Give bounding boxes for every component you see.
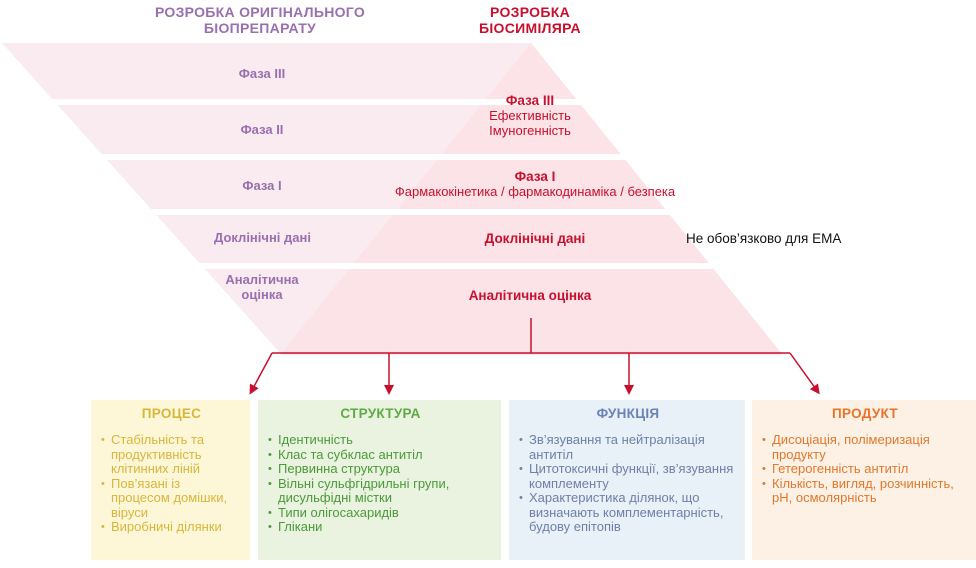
original-phase-2: Фаза II: [240, 122, 284, 137]
header-biosimilar: РОЗРОБКА БІОСИМІЛЯРА: [460, 4, 600, 36]
biosimilar-phase-1-sub: Фармакокінетика / фармакодинаміка / безп…: [394, 184, 676, 199]
list-item: Типи олігосахаридів: [268, 505, 493, 521]
function-list: Зв’язування та нейтралізація антитіл Цит…: [519, 432, 737, 535]
structure-title: СТРУКТУРА: [340, 406, 421, 421]
header-biosimilar-line1: РОЗРОБКА: [490, 4, 570, 20]
biosimilar-phase-1-title: Фаза I: [514, 169, 556, 184]
list-item: Пов’язані із процесом домішки, віруси: [101, 476, 242, 521]
product-title: ПРОДУКТ: [832, 406, 898, 421]
function-title: ФУНКЦІЯ: [596, 406, 660, 421]
original-analytical: Аналітична оцінка: [225, 272, 299, 302]
process-title: ПРОЦЕС: [141, 406, 202, 421]
product-list: Дисоціація, полімеризація продукту Гетер…: [762, 432, 968, 506]
biosimilar-phase-3-efficacy: Ефективність: [489, 108, 571, 123]
header-original-line1: РОЗРОБКА ОРИГІНАЛЬНОГО: [154, 4, 366, 20]
stripe-separators: [0, 99, 800, 269]
ema-note: Не обов’язково для ЕМА: [686, 231, 842, 246]
biosimilar-phase-3-title: Фаза III: [505, 93, 555, 108]
function-box: ФУНКЦІЯ Зв’язування та нейтралізація ант…: [509, 400, 745, 560]
list-item: Вільні сульфгідрильні групи, дисульфідні…: [268, 476, 493, 506]
product-box: ПРОДУКТ Дисоціація, полімеризація продук…: [752, 400, 976, 560]
list-item: Зв’язування та нейтралізація антитіл: [519, 432, 737, 462]
biosimilar-phase-3: Фаза III Ефективність Імуногенність: [450, 93, 610, 138]
original-phase-3: Фаза III: [238, 66, 286, 81]
list-item: Ідентичність: [268, 432, 493, 448]
process-box: ПРОЦЕС Стабільність та продуктивність кл…: [91, 400, 250, 560]
process-list: Стабільність та продуктивність клітинних…: [101, 432, 242, 535]
biosimilar-preclinical: Доклінічні дані: [484, 231, 586, 246]
biosimilar-analytical: Аналітична оцінка: [468, 288, 592, 303]
header-original: РОЗРОБКА ОРИГІНАЛЬНОГО БІОПРЕПАРАТУ: [140, 4, 380, 36]
biosimilar-phase-1: Фаза I Фармакокінетика / фармакодинаміка…: [370, 169, 700, 199]
structure-box: СТРУКТУРА Ідентичність Клас та субклас а…: [258, 400, 501, 560]
list-item: Кількість, вигляд, розчинність, pH, осмо…: [762, 476, 968, 506]
list-item: Цитотоксичні функції, зв’язування компле…: [519, 461, 737, 491]
list-item: Стабільність та продуктивність клітинних…: [101, 432, 242, 477]
header-original-line2: БІОПРЕПАРАТУ: [203, 20, 317, 36]
list-item: Глікани: [268, 519, 493, 535]
list-item: Виробничі ділянки: [101, 519, 242, 535]
structure-list: Ідентичність Клас та субклас антитіл Пер…: [268, 432, 493, 535]
header-biosimilar-line2: БІОСИМІЛЯРА: [479, 20, 581, 36]
list-item: Гетерогенність антитіл: [762, 461, 968, 477]
original-phase-1: Фаза I: [242, 178, 282, 193]
list-item: Клас та субклас антитіл: [268, 447, 493, 463]
arrows: [249, 318, 820, 395]
list-item: Характеристика ділянок, що визначають ко…: [519, 490, 737, 535]
original-preclinical: Доклінічні дані: [214, 230, 311, 245]
list-item: Дисоціація, полімеризація продукту: [762, 432, 968, 462]
list-item: Первинна структура: [268, 461, 493, 477]
biosimilar-phase-3-immunogenicity: Імуногенність: [489, 123, 571, 138]
